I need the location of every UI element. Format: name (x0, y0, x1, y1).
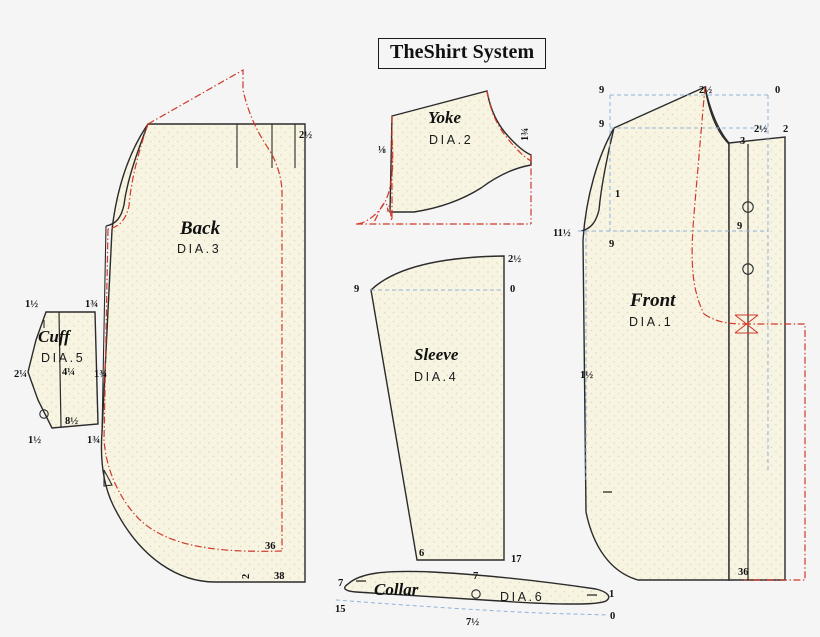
yoke-drop-seam (355, 137, 394, 225)
front-dim-placket-edge: 2 (783, 124, 789, 135)
front-button-1 (742, 201, 754, 213)
back-dim-center-mark: 2 (241, 573, 252, 579)
yoke-piece-name: Yoke (428, 108, 462, 127)
collar-piece-dia: DIA.6 (500, 590, 545, 604)
front-dim-placket-offset: 2½ (754, 124, 768, 135)
collar-dim-bottom-right: 0 (610, 611, 616, 622)
back-dim-hem-mark: 36 (265, 541, 276, 552)
front-dim-shoulder-peak: 2½ (699, 85, 713, 96)
collar-center-mark (471, 589, 481, 599)
yoke-lower-seam (373, 202, 393, 223)
back-piece-dia: DIA.3 (177, 242, 222, 256)
back-seam-line-hem (103, 228, 283, 552)
cuff-dim-inner-bottom: 8½ (65, 416, 79, 427)
back-neckline-curve (105, 123, 149, 227)
back-armhole-edge (101, 225, 107, 433)
cuff-piece-dia: DIA.5 (41, 351, 86, 365)
page-title: TheShirt System (390, 41, 535, 63)
piece-back (100, 68, 306, 583)
front-dim-hem-mark: 36 (738, 567, 749, 578)
front-piece-dia: DIA.1 (629, 315, 674, 329)
front-dim-chest-mark: 9 (609, 239, 615, 250)
sleeve-piece-name: Sleeve (414, 345, 459, 364)
collar-dim-right-point: 1 (609, 589, 615, 600)
sleeve-dim-hem-right: 17 (511, 554, 522, 565)
back-piece-name: Back (180, 218, 221, 239)
front-piece-name: Front (630, 290, 676, 311)
back-dim-pleat-width: 2½ (299, 130, 313, 141)
front-dim-top-left: 9 (599, 85, 605, 96)
front-button-2 (742, 263, 754, 275)
collar-dim-bottom-center: 7½ (466, 617, 480, 628)
front-neckline-curve (704, 86, 730, 145)
front-style-line-hem (744, 323, 806, 581)
piece-collar (335, 570, 610, 616)
piece-front (578, 86, 806, 581)
yoke-extension-line (486, 90, 532, 162)
front-dim-top-right: 0 (775, 85, 781, 96)
cuff-dim-top-right: 1¾ (85, 299, 99, 310)
piece-yoke (355, 90, 532, 225)
cuff-piece-name: Cuff (38, 327, 70, 346)
cuff-dim-bottom-left: 1½ (28, 435, 42, 446)
collar-outline (344, 570, 610, 605)
sleeve-outline (370, 255, 505, 561)
front-outline (582, 86, 730, 581)
cuff-dim-right-side: 1¾ (94, 369, 108, 380)
front-dim-button-spacing: 9 (737, 221, 743, 232)
back-dim-hem-right: 38 (274, 571, 285, 582)
collar-dim-top-center: 7 (473, 571, 479, 582)
sleeve-dim-cap-right-point: 0 (510, 284, 516, 295)
sleeve-dim-cap-right: 2½ (508, 254, 522, 265)
front-dim-neck-left: 9 (599, 119, 605, 130)
front-style-line-center (691, 86, 706, 315)
document-title-box: TheShirt System (378, 38, 547, 69)
back-outline (100, 123, 306, 583)
collar-guide-line (335, 599, 609, 616)
cuff-dim-center: 4¼ (62, 367, 76, 378)
cuff-dim-top-left: 1½ (25, 299, 39, 310)
front-dim-side-mark: 1½ (580, 370, 594, 381)
front-dim-chest-left: 11½ (553, 228, 571, 239)
collar-piece-name: Collar (374, 580, 419, 599)
cuff-dim-left-side: 2¼ (14, 369, 28, 380)
front-placket-extension (728, 136, 786, 581)
front-dim-neck-right: 3 (740, 136, 746, 147)
back-side-notch (103, 469, 113, 487)
yoke-piece-dia: DIA.2 (429, 133, 474, 147)
yoke-dim-right-edge: 1¾ (520, 127, 531, 141)
back-seam-line-armhole (107, 123, 149, 230)
cuff-button-hole (39, 409, 49, 419)
yoke-dim-left-edge: ⅛ (378, 145, 386, 156)
front-armhole-curve (580, 127, 615, 232)
sleeve-piece-dia: DIA.4 (414, 370, 459, 384)
cuff-outline (27, 311, 99, 429)
piece-sleeve (370, 255, 505, 561)
collar-dim-left-point: 7 (338, 578, 344, 589)
back-seam-line-top (147, 68, 283, 191)
cuff-dim-bottom-right: 1¾ (87, 435, 101, 446)
cuff-fold-line (58, 311, 62, 428)
sleeve-dim-hem-left: 6 (419, 548, 425, 559)
front-style-line-dart (703, 313, 745, 325)
front-dim-armhole-depth: 1 (615, 189, 621, 200)
piece-cuff (27, 311, 99, 429)
sleeve-dim-cap-left-point: 9 (354, 284, 360, 295)
collar-dim-bottom-left: 15 (335, 604, 346, 615)
